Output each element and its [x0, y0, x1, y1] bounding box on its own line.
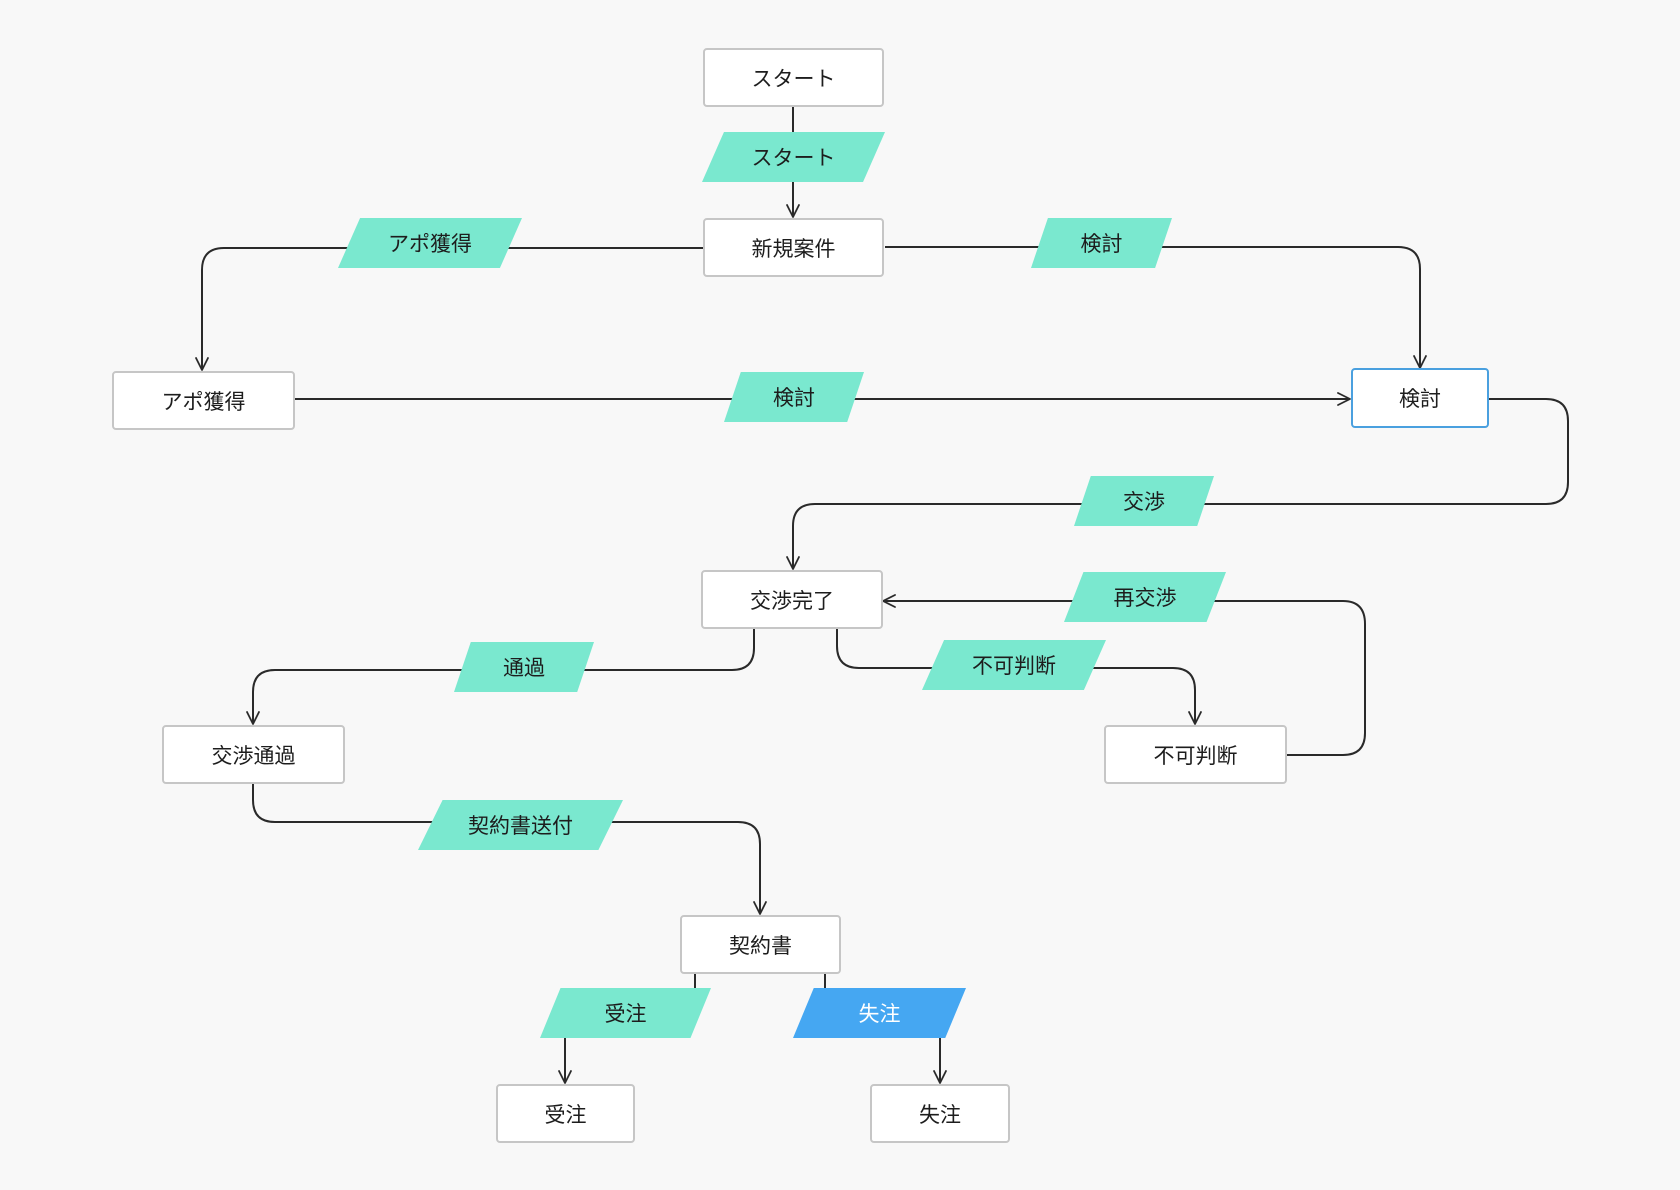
node-appointment[interactable]: アポ獲得	[112, 371, 295, 430]
edge-label-new-to-appointment[interactable]: アポ獲得	[338, 218, 522, 268]
edge-label-renegotiate[interactable]: 再交渉	[1064, 572, 1226, 622]
edge-label-lost[interactable]: 失注	[793, 988, 966, 1038]
edge-label-pass[interactable]: 通過	[454, 642, 594, 692]
node-order-lost[interactable]: 失注	[870, 1084, 1010, 1143]
node-new-case[interactable]: 新規案件	[703, 218, 884, 277]
node-negotiation-done[interactable]: 交渉完了	[701, 570, 883, 629]
node-order-won[interactable]: 受注	[496, 1084, 635, 1143]
edge-label-reject[interactable]: 不可判断	[922, 640, 1106, 690]
edge-label-review-to-negotiation[interactable]: 交渉	[1074, 476, 1214, 526]
edge-label-new-to-review[interactable]: 検討	[1031, 218, 1172, 268]
connector-new-to-review	[885, 246, 1427, 369]
edge-label-appointment-to-review[interactable]: 検討	[724, 372, 864, 422]
edge-label-start-to-new[interactable]: スタート	[702, 132, 885, 182]
connector-renegotiate	[882, 594, 1366, 756]
connector-new-to-appointment	[195, 247, 703, 371]
node-negotiation-passed[interactable]: 交渉通過	[162, 725, 345, 784]
node-start[interactable]: スタート	[703, 48, 884, 107]
edge-label-send-contract[interactable]: 契約書送付	[418, 800, 623, 850]
node-review[interactable]: 検討	[1351, 368, 1489, 428]
connector-review-to-negotiation	[786, 398, 1569, 570]
node-contract[interactable]: 契約書	[680, 915, 841, 974]
node-rejected[interactable]: 不可判断	[1104, 725, 1287, 784]
edge-label-won[interactable]: 受注	[540, 988, 711, 1038]
